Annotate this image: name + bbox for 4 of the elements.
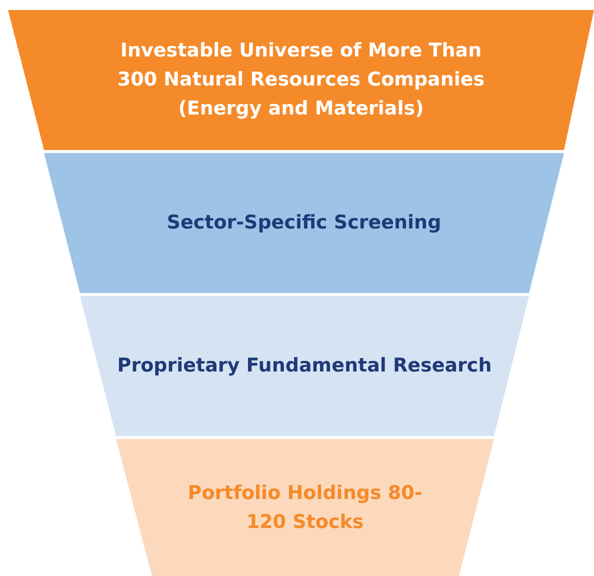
stage-label: Sector-Specific Screening (166, 210, 442, 236)
stage-label: Investable Universe of More Than 300 Natural Resources Companies (Energy and Materials) (116, 38, 486, 122)
stage-label: Portfolio Holdings 80-120 Stocks (186, 480, 424, 534)
stage-label: Proprietary Fundamental Research (116, 354, 493, 378)
